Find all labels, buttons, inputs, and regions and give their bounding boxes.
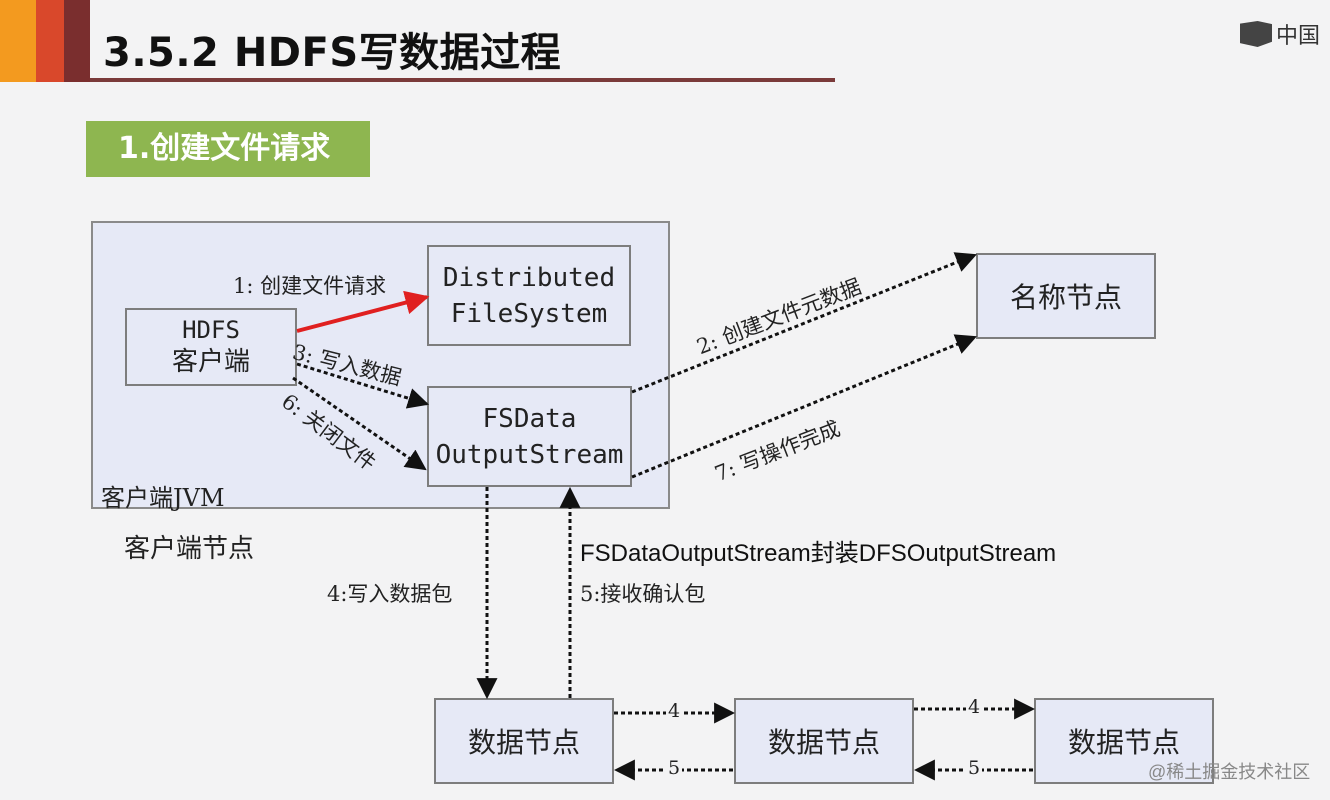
fsdos-line2: OutputStream — [435, 439, 624, 470]
brand-logo: 中国 — [1240, 18, 1320, 50]
arrow-write-complete — [631, 334, 977, 479]
arrow-close-file — [292, 376, 427, 471]
datanode-box-3: 数据节点 — [1034, 698, 1214, 784]
hdfs-client-box: HDFS 客户端 — [125, 308, 297, 386]
arrow-create-metadata — [631, 252, 977, 394]
arrow-create-request — [296, 290, 430, 333]
accent-bar-maroon — [64, 0, 90, 82]
arrow-write-data — [296, 362, 430, 409]
datanode-label-2: 数据节点 — [767, 726, 880, 759]
datanode-box-1: 数据节点 — [434, 698, 614, 784]
client-line2: 客户端 — [171, 347, 250, 377]
client-line1: HDFS — [182, 316, 240, 344]
slide-title: 3.5.2 HDFS写数据过程 — [103, 30, 562, 76]
dfs-line2: FileSystem — [450, 298, 608, 329]
wrap-note: FSDataOutputStream封装DFSOutputStream — [580, 540, 1057, 567]
brand-icon — [1240, 21, 1272, 47]
accent-bar-orange — [0, 0, 36, 82]
step4-label: 4:写入数据包 — [327, 582, 453, 606]
namenode-box: 名称节点 — [976, 253, 1156, 339]
dfs-line1: Distributed — [442, 262, 616, 293]
step1-label: 1: 创建文件请求 — [233, 274, 387, 298]
client-node-label: 客户端节点 — [124, 534, 255, 564]
fsdos-line1: FSData — [482, 403, 577, 434]
watermark: @稀土掘金技术社区 — [1148, 762, 1311, 782]
step5-label: 5:接收确认包 — [580, 582, 706, 606]
section-badge: 1.创建文件请求 — [86, 121, 370, 177]
fsdata-outputstream-box: FSData OutputStream — [427, 386, 632, 487]
pipeline-fwd-label-1: 4 — [666, 700, 683, 722]
pipeline-fwd-label-2: 4 — [966, 696, 983, 718]
distributed-filesystem-box: Distributed FileSystem — [427, 245, 631, 346]
brand-text: 中国 — [1276, 24, 1321, 49]
title-underline — [90, 78, 835, 82]
datanode-label-1: 数据节点 — [467, 726, 580, 759]
namenode-label: 名称节点 — [1009, 281, 1122, 314]
datanode-box-2: 数据节点 — [734, 698, 914, 784]
jvm-label: 客户端JVM — [101, 484, 225, 512]
pipeline-back-label-2: 5 — [966, 757, 983, 779]
accent-bar-red — [36, 0, 64, 82]
pipeline-back-label-1: 5 — [666, 757, 683, 779]
datanode-label-3: 数据节点 — [1067, 726, 1180, 759]
